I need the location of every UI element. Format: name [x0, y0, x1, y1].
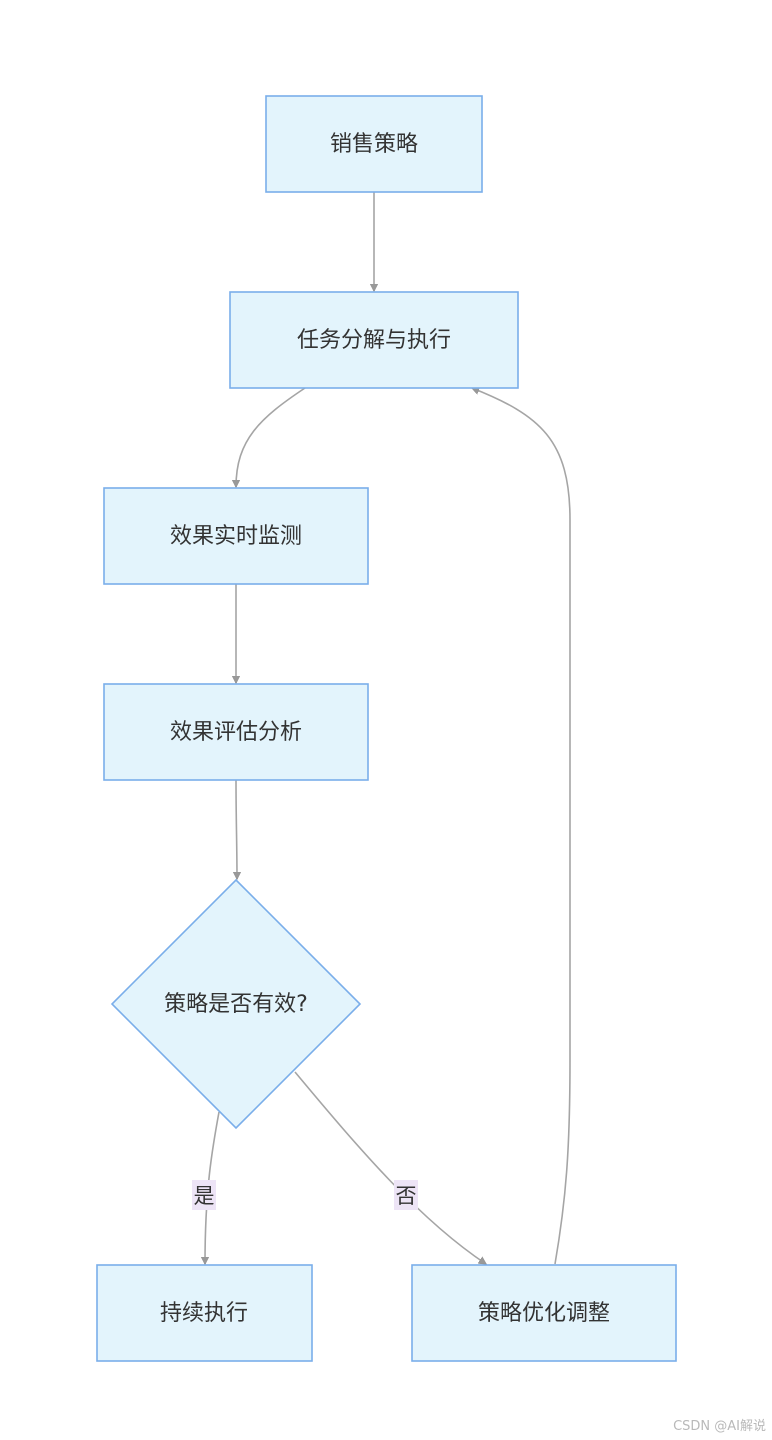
- node-strategy-optimization: 策略优化调整: [411, 1264, 677, 1362]
- svg-text:销售策略: 销售策略: [330, 132, 418, 157]
- svg-text:否: 否: [396, 1184, 417, 1208]
- svg-text:策略是否有效?: 策略是否有效?: [164, 992, 308, 1017]
- edge-decision-no-to-optimization: [294, 1071, 486, 1264]
- svg-text:持续执行: 持续执行: [160, 1301, 248, 1326]
- watermark: CSDN @AI解说: [673, 1419, 766, 1434]
- node-continue-execution: 持续执行: [96, 1264, 313, 1362]
- edge-evaluation-to-decision: [236, 779, 237, 879]
- svg-text:效果评估分析: 效果评估分析: [170, 720, 302, 745]
- edge-decision-yes-to-continue: [205, 1111, 220, 1264]
- svg-text:策略优化调整: 策略优化调整: [478, 1301, 610, 1326]
- edge-label-no: 否: [394, 1180, 418, 1210]
- node-task-breakdown: 任务分解与执行: [229, 291, 519, 389]
- svg-text:是: 是: [194, 1184, 215, 1208]
- node-realtime-monitoring: 效果实时监测: [103, 487, 369, 585]
- node-effect-evaluation: 效果评估分析: [103, 683, 369, 781]
- edge-optimization-loop-to-task-breakdown: [472, 388, 571, 1265]
- svg-text:任务分解与执行: 任务分解与执行: [297, 328, 451, 353]
- svg-text:效果实时监测: 效果实时监测: [170, 524, 302, 549]
- node-strategy-effective-decision: 策略是否有效?: [110, 878, 362, 1130]
- node-sales-strategy: 销售策略: [265, 95, 483, 193]
- edge-task-breakdown-to-monitoring: [236, 387, 306, 487]
- edge-label-yes: 是: [192, 1180, 216, 1210]
